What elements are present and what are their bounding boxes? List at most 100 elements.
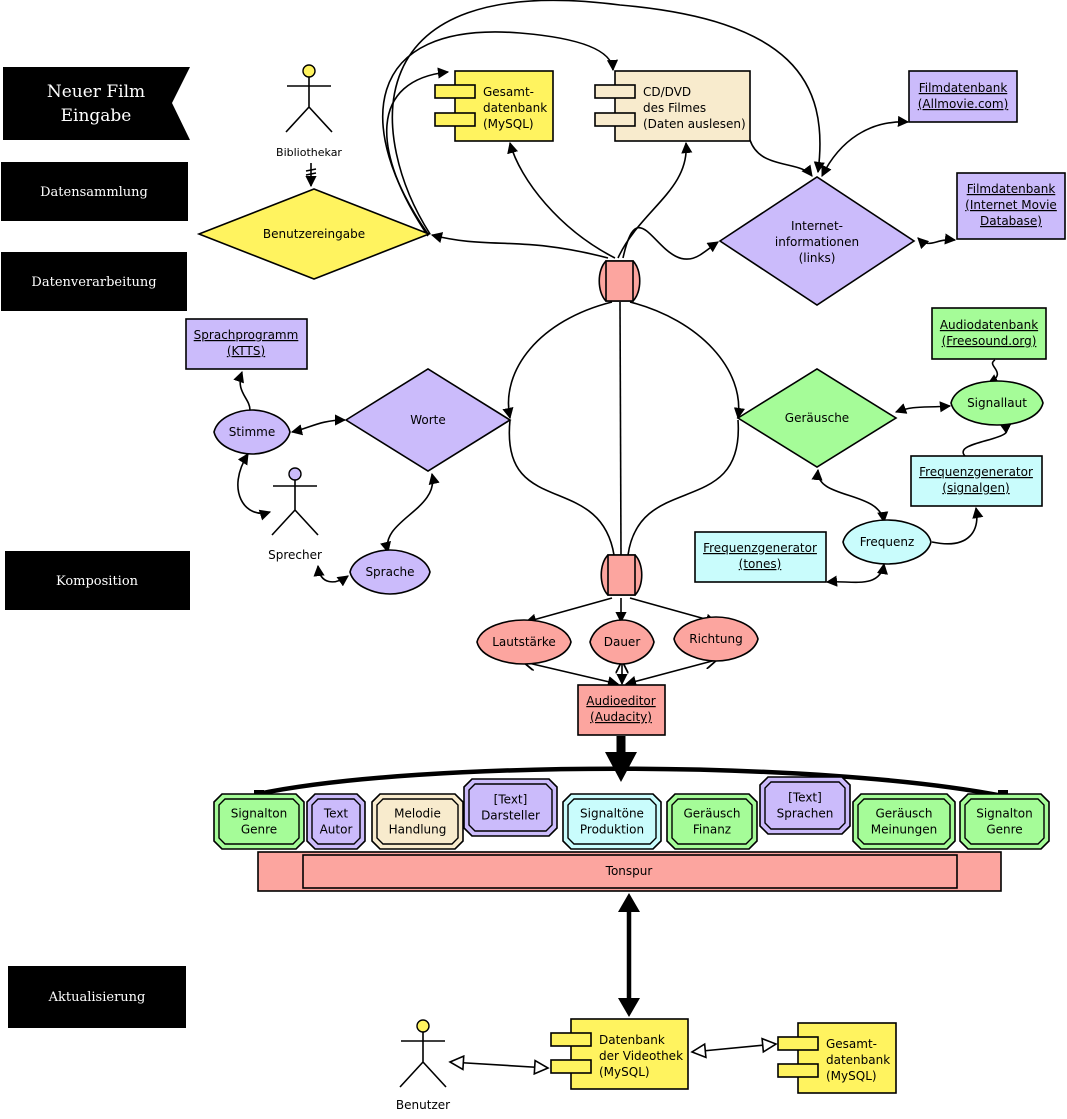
resource-line-1: Sprachprogramm [194, 328, 299, 342]
track-item-label-l1: [Text] [494, 793, 528, 807]
track-item: [Text]Sprachen [759, 776, 851, 835]
track-item-inner-frame [964, 798, 1045, 845]
decision-worte: Worte [344, 368, 512, 472]
track-item-inner-frame [311, 798, 361, 845]
node-label: Sprache [365, 565, 414, 579]
phase-komposition: Komposition [5, 551, 190, 610]
track-item-label-l1: Signalton [976, 807, 1033, 821]
track-item-label-l2: Genre [241, 823, 277, 837]
resource-line-2: (Internet Movie [965, 198, 1057, 212]
phase-datensammlung: Datensammlung [1, 162, 188, 221]
component-line-3: (MySQL) [483, 117, 534, 131]
track-item-inner-frame [764, 781, 846, 830]
node-frequenz: Frequenz [842, 519, 932, 565]
resource-line-2: (tones) [739, 557, 782, 571]
track-item-inner-frame [671, 798, 753, 845]
track-item-label-l2: Meinungen [871, 823, 938, 837]
resource-line-3: Database) [980, 214, 1042, 228]
title-line-2: Eingabe [61, 106, 132, 126]
decision-line-1: Internet- [791, 219, 843, 233]
component-gesamtdatenbank-top: Gesamt- datenbank (MySQL) [434, 70, 554, 142]
resource-freesound: Audiodatenbank (Freesound.org) [931, 307, 1047, 360]
track-item-label-l1: [Text] [788, 791, 822, 805]
phase-label: Komposition [56, 574, 139, 589]
node-dauer: Dauer [589, 619, 655, 665]
resource-line-2: (Freesound.org) [942, 334, 1037, 348]
tonspur-label: Tonspur [605, 864, 653, 878]
track-item-label-l1: Geräusch [875, 807, 932, 821]
resource-allmovie: Filmdatenbank (Allmovie.com) [908, 70, 1018, 123]
decision-benutzereingabe: Benutzereingabe [196, 188, 432, 280]
node-label: Dauer [604, 635, 641, 649]
track-item-inner-frame [376, 798, 459, 845]
track-item-inner-frame [567, 798, 657, 845]
component-line-2: des Filmes [643, 101, 706, 115]
decision-line-3: (links) [799, 251, 836, 265]
resource-line-2: (signalgen) [942, 481, 1009, 495]
node-label: Signallaut [967, 396, 1027, 410]
decision-geraeusche: Geräusche [736, 368, 898, 468]
resource-line-2: (KTTS) [227, 344, 265, 358]
phase-label: Datenverarbeitung [31, 275, 156, 290]
title-line-1: Neuer Film [47, 82, 145, 102]
actor-label: Benutzer [396, 1098, 450, 1112]
component-line-1: Gesamt- [826, 1037, 877, 1051]
track-item-label-l1: Melodie [394, 807, 441, 821]
node-sprache: Sprache [349, 549, 431, 595]
component-gesamtdatenbank-bottom: Gesamt- datenbank (MySQL) [777, 1022, 897, 1094]
decision-label: Geräusche [785, 411, 849, 425]
node-label: Richtung [689, 632, 742, 646]
track-item-label-l2: Produktion [580, 823, 644, 837]
component-line-2: der Videothek [599, 1049, 683, 1063]
phase-label: Datensammlung [40, 185, 148, 200]
track-item-inner-frame [218, 798, 300, 845]
track-items: SignaltonGenreTextAutorMelodieHandlung[T… [213, 776, 1050, 850]
hub-lower [600, 554, 643, 596]
track-item-label-l2: Handlung [389, 823, 447, 837]
resource-ktts: Sprachprogramm (KTTS) [185, 318, 308, 370]
track-item-label-l2: Autor [320, 823, 353, 837]
component-line-3: (MySQL) [826, 1069, 877, 1083]
actor-benutzer: Benutzer [396, 1019, 450, 1112]
component-datenbank-videothek: Datenbank der Videothek (MySQL) [550, 1018, 689, 1090]
resource-line-2: (Allmovie.com) [918, 97, 1009, 111]
decision-label: Benutzereingabe [263, 227, 365, 241]
resource-imdb: Filmdatenbank (Internet Movie Database) [956, 172, 1066, 240]
track-item-label-l2: Genre [986, 823, 1022, 837]
component-line-1: CD/DVD [643, 85, 691, 99]
component-line-2: datenbank [483, 101, 547, 115]
resource-line-1: Audiodatenbank [940, 318, 1038, 332]
actor-label: Sprecher [268, 548, 322, 562]
resource-line-1: Frequenzgenerator [703, 541, 817, 555]
component-line-3: (Daten auslesen) [643, 117, 746, 131]
component-line-1: Gesamt- [483, 85, 534, 99]
resource-signalgen: Frequenzgenerator (signalgen) [910, 455, 1043, 507]
resource-line-1: Frequenzgenerator [919, 465, 1033, 479]
node-stimme: Stimme [213, 409, 291, 455]
decision-internet: Internet- informationen (links) [718, 176, 916, 306]
resource-tones: Frequenzgenerator (tones) [694, 531, 827, 583]
phase-label: Aktualisierung [48, 990, 146, 1005]
node-label: Stimme [229, 425, 275, 439]
node-label: Frequenz [860, 535, 915, 549]
resource-line-1: Filmdatenbank [919, 81, 1008, 95]
phase-aktualisierung: Aktualisierung [8, 966, 186, 1028]
resource-line-1: Audioeditor [586, 694, 655, 708]
decision-label: Worte [410, 413, 446, 427]
track-item-inner-frame [468, 783, 553, 832]
actor-bibliothekar: Bibliothekar [276, 64, 342, 159]
actor-sprecher: Sprecher [268, 467, 322, 562]
phase-datenverarbeitung: Datenverarbeitung [1, 252, 187, 311]
node-richtung: Richtung [673, 616, 759, 662]
track-item: [Text]Darsteller [463, 778, 558, 837]
resource-audacity: Audioeditor (Audacity) [577, 684, 666, 736]
component-line-1: Datenbank [599, 1033, 665, 1047]
node-label: Lautstärke [492, 635, 556, 649]
